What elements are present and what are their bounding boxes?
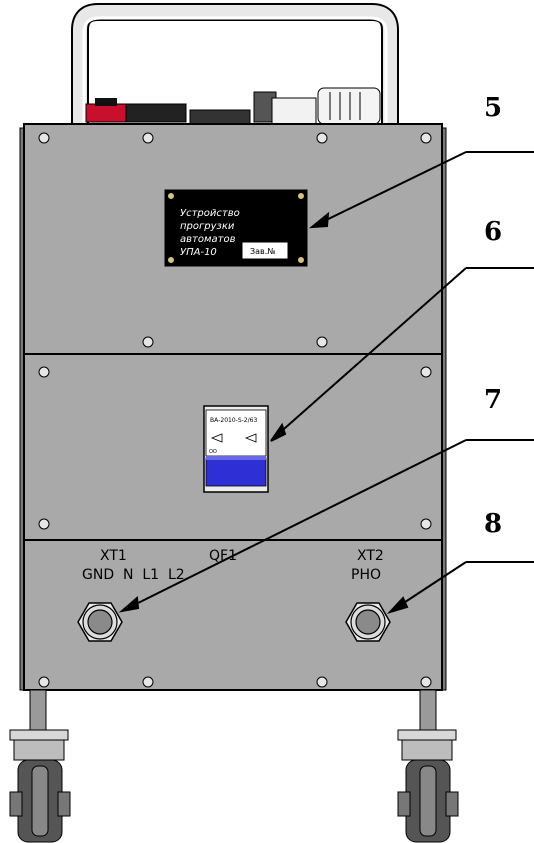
qf1-label: QF1 <box>209 548 237 564</box>
callout-leaders <box>118 151 534 614</box>
xt2-pins-label: PHO <box>351 567 381 583</box>
cable-gland-xt1 <box>77 602 123 642</box>
carry-handle <box>71 3 399 128</box>
left-caster <box>9 689 71 843</box>
nameplate: Устройство прогрузки автоматов УПА-10 За… <box>164 189 308 267</box>
breaker-marking: OO <box>209 449 217 455</box>
callout-number-5: 5 <box>484 93 502 123</box>
arrowhead-6 <box>270 422 287 442</box>
cable-gland-xt2 <box>345 602 391 642</box>
callout-number-7: 7 <box>484 385 502 415</box>
nameplate-serial-label: Зав.№ <box>250 247 276 256</box>
right-caster <box>397 689 459 843</box>
nameplate-line-3: автоматов <box>180 234 236 245</box>
xt1-label: XT1 <box>100 548 127 564</box>
arrowhead-8 <box>386 596 409 614</box>
circuit-breaker: ВА-2010-S-2/63 OO <box>203 405 269 493</box>
nameplate-line-2: прогрузки <box>180 221 235 232</box>
panel-screws <box>38 132 432 688</box>
arrowhead-7 <box>118 595 140 613</box>
callout-number-8: 8 <box>484 509 502 539</box>
breaker-model: ВА-2010-S-2/63 <box>210 417 257 424</box>
callout-number-6: 6 <box>484 217 502 247</box>
arrowhead-5 <box>308 211 330 229</box>
xt2-label: XT2 <box>357 548 384 564</box>
panel-labels: XT1 GND N L1 L2 QF1 XT2 PHO <box>82 548 384 583</box>
nameplate-line-1: Устройство <box>180 208 240 219</box>
top-components <box>85 87 381 125</box>
xt1-pins-label: GND N L1 L2 <box>82 567 185 583</box>
nameplate-line-4: УПА-10 <box>180 247 217 258</box>
